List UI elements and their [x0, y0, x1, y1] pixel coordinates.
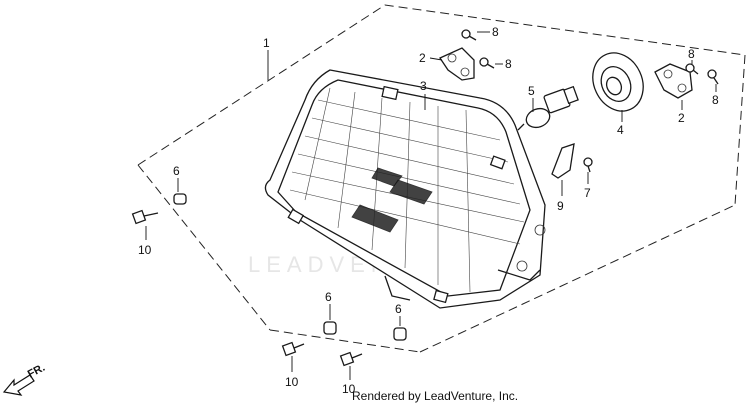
- grommet-6a: [173, 193, 187, 205]
- footer-credit: Rendered by LeadVenture, Inc.: [352, 389, 519, 403]
- callout-10-left: 10: [138, 243, 152, 257]
- callout-10-mid: 10: [285, 375, 299, 389]
- screw-8d: [707, 69, 719, 85]
- bracket-left: [439, 47, 475, 81]
- callout-6-mid: 6: [325, 290, 332, 304]
- socket-cover: [592, 52, 644, 112]
- screw-8c: [685, 63, 699, 75]
- callout-5: 5: [528, 84, 535, 98]
- assembly-boundary: [137, 4, 746, 353]
- front-direction-label: FR.: [26, 362, 47, 381]
- screw-7: [583, 157, 593, 173]
- bolt-10a: [131, 209, 159, 225]
- headlight-lens: [264, 69, 546, 309]
- grommet-6c: [393, 327, 407, 341]
- screw-8a: [461, 29, 477, 41]
- front-direction-arrow: FR.: [2, 362, 47, 396]
- callout-6-right: 6: [395, 302, 402, 316]
- callout-9: 9: [557, 199, 564, 213]
- callout-8-mid: 8: [505, 57, 512, 71]
- bolt-10c: [339, 351, 363, 367]
- callout-6-top: 6: [173, 164, 180, 178]
- callout-3: 3: [420, 79, 427, 93]
- callout-8-top: 8: [492, 25, 499, 39]
- callout-7: 7: [584, 186, 591, 200]
- callout-1: 1: [263, 36, 270, 50]
- clip: [551, 143, 575, 179]
- callout-8-right-b: 8: [712, 93, 719, 107]
- bracket-right: [654, 63, 693, 99]
- callout-2-left: 2: [419, 51, 426, 65]
- callout-2-right: 2: [678, 111, 685, 125]
- callout-8-right-a: 8: [688, 47, 695, 61]
- callout-10-right: 10: [342, 382, 356, 396]
- grommet-6b: [323, 321, 337, 335]
- screw-8b: [479, 57, 495, 69]
- callout-4: 4: [617, 123, 624, 137]
- leader-lines: [145, 31, 717, 380]
- bolt-10b: [281, 341, 305, 357]
- headlight-bulb: [517, 85, 579, 131]
